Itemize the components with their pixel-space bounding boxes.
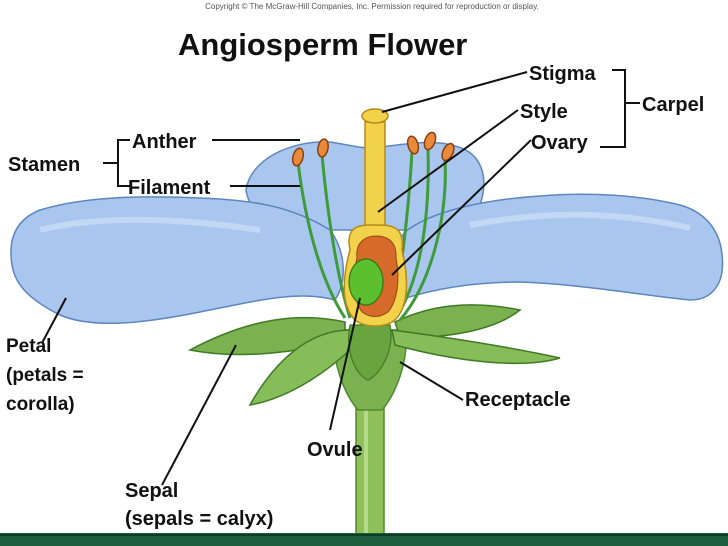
copyright-notice: Copyright © The McGraw-Hill Companies, I… [205,2,539,11]
sepals [187,304,561,407]
label-carpel: Carpel [642,94,704,116]
label-stamen: Stamen [8,154,80,176]
footer-divider [0,534,728,536]
label-style: Style [520,101,568,123]
label-petal-note-2: corolla) [6,394,75,415]
label-ovule: Ovule [307,439,363,461]
sepal-left-lower [248,329,356,407]
label-ovary: Ovary [531,132,589,154]
label-sepal: Sepal [125,480,178,502]
anthers [291,131,455,167]
petal-left [10,196,344,325]
label-petal-note-1: (petals = [6,365,84,386]
label-anther: Anther [132,131,197,153]
diagram-title: Angiosperm Flower [178,27,467,62]
label-stigma: Stigma [529,63,597,85]
stem [355,399,385,535]
leader-lines [41,69,640,486]
stigma [361,108,389,124]
ovule [348,258,384,306]
label-filament: Filament [128,177,211,199]
style [364,121,386,233]
labels: Stigma Style Ovary Carpel Anther Filamen… [6,63,704,530]
sepal-right-lower [391,329,561,365]
label-receptacle: Receptacle [465,389,571,411]
label-petal: Petal [6,336,51,357]
label-sepal-note: (sepals = calyx) [125,508,273,530]
carpel [343,108,408,327]
footer-bar [0,533,728,546]
